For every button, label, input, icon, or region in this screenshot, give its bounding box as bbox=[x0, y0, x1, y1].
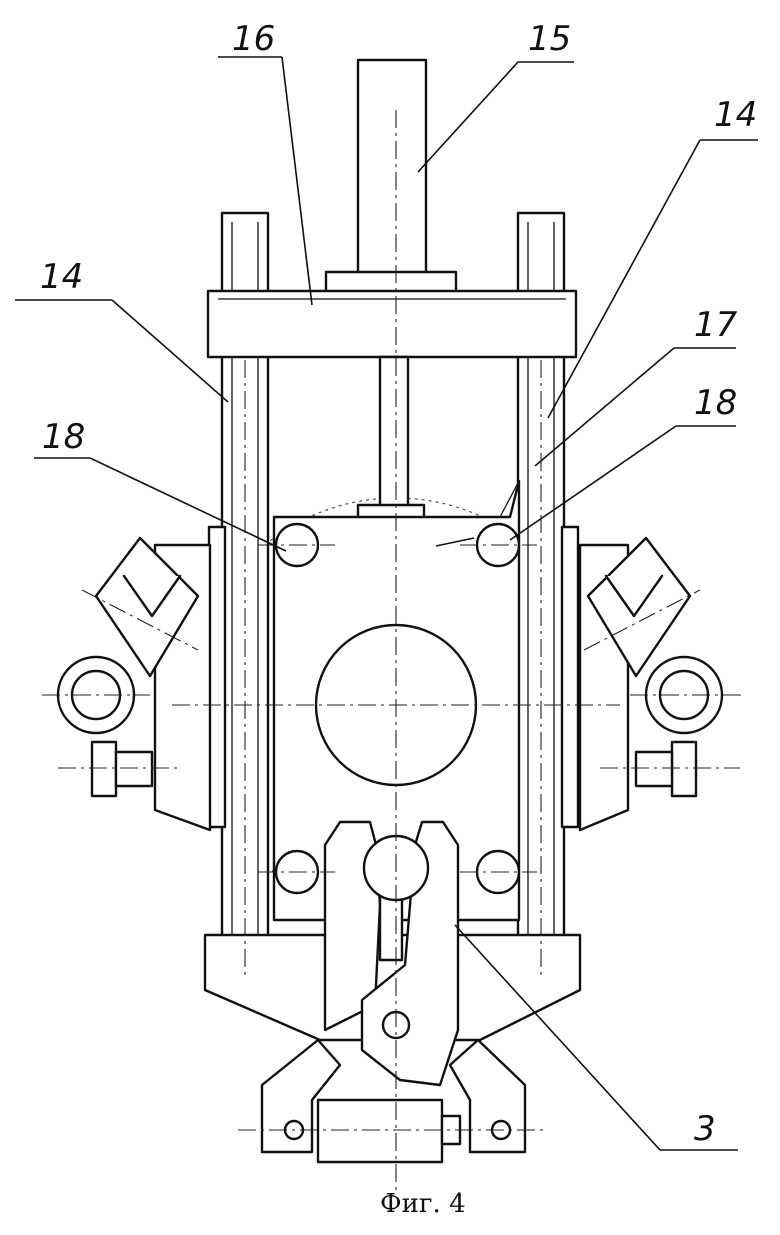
crossbar-16 bbox=[206, 289, 578, 359]
reference-labels: 16 15 14 14 17 18 18 3 bbox=[40, 19, 757, 1149]
rod-15 bbox=[324, 58, 458, 294]
right-roller-assembly bbox=[578, 536, 724, 832]
bottom-cylinder bbox=[316, 1098, 444, 1164]
label-18-right: 18 bbox=[694, 383, 737, 423]
piston-rod bbox=[378, 355, 410, 509]
label-16: 16 bbox=[232, 19, 275, 59]
side-flange-right bbox=[560, 525, 580, 829]
label-3: 3 bbox=[694, 1109, 716, 1149]
centerlines bbox=[42, 110, 742, 1190]
label-14-left: 14 bbox=[40, 257, 83, 297]
figure-caption: Фиг. 4 bbox=[380, 1189, 466, 1219]
label-14-right: 14 bbox=[714, 95, 757, 135]
leader-lines bbox=[15, 56, 758, 1151]
label-15: 15 bbox=[528, 19, 571, 59]
label-18-left: 18 bbox=[42, 417, 85, 457]
label-17: 17 bbox=[694, 305, 738, 345]
left-roller-assembly bbox=[56, 536, 212, 832]
side-flange-left bbox=[207, 525, 227, 829]
